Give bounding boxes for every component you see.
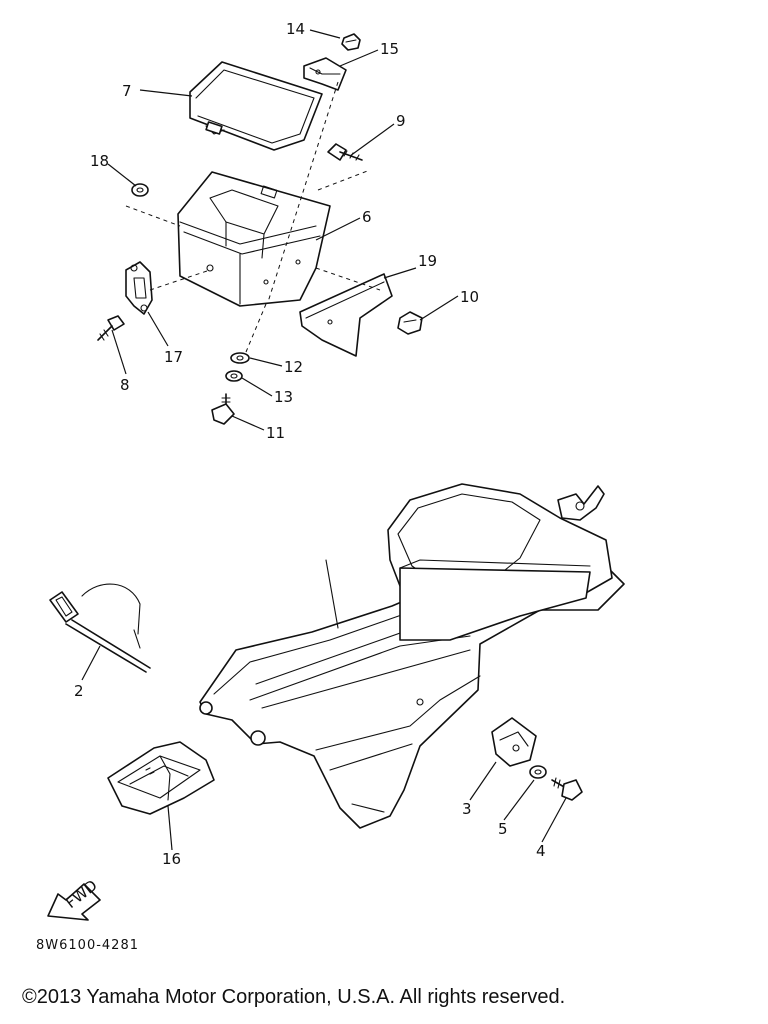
copyright-notice: ©2013 Yamaha Motor Corporation, U.S.A. A…	[22, 986, 566, 1008]
part-19-plate[interactable]	[299, 273, 393, 357]
part-11-bolt[interactable]	[211, 393, 235, 425]
part-9-bolt[interactable]	[327, 143, 363, 161]
part-13-collar[interactable]	[225, 370, 243, 382]
part-3-clip[interactable]	[491, 717, 537, 767]
label-17: 17	[164, 348, 183, 366]
part-2-strap[interactable]	[49, 583, 151, 673]
label-15: 15	[380, 40, 399, 58]
label-13: 13	[274, 388, 293, 406]
part-12-washer[interactable]	[230, 352, 250, 364]
part-18-grommet[interactable]	[131, 183, 149, 197]
label-19: 19	[418, 252, 437, 270]
part-8-screw[interactable]	[97, 315, 125, 341]
alignment-lines	[125, 81, 381, 353]
label-4: 4	[536, 842, 546, 860]
label-16: 16	[162, 850, 181, 868]
leader-lines	[81, 29, 567, 851]
part-5-washer[interactable]	[529, 765, 547, 779]
label-10: 10	[460, 288, 479, 306]
part-17-gasket[interactable]	[125, 261, 153, 315]
figure-code: 8W6100-4281	[36, 938, 139, 953]
label-5: 5	[498, 820, 508, 838]
label-2: 2	[74, 682, 84, 700]
part-10-nut[interactable]	[397, 311, 423, 335]
part-16-connector[interactable]	[107, 741, 215, 815]
part-15-bracket[interactable]	[303, 57, 347, 91]
part-6-box[interactable]	[177, 171, 331, 307]
label-8: 8	[120, 376, 130, 394]
part-14-nut[interactable]	[341, 33, 361, 51]
part-4-bolt[interactable]	[551, 777, 583, 801]
label-9: 9	[396, 112, 406, 130]
label-14: 14	[286, 20, 305, 38]
part-7-lid[interactable]	[189, 61, 323, 151]
hood-assembly[interactable]	[387, 483, 613, 641]
fwd-arrow-icon: FWD	[47, 876, 101, 921]
label-18: 18	[90, 152, 109, 170]
label-7: 7	[122, 82, 132, 100]
label-11: 11	[266, 424, 285, 442]
part-labels: 7 14 15 9 18 6 19 10 17 8 12 13 11 2 3 5…	[74, 20, 546, 868]
label-6: 6	[362, 208, 372, 226]
label-3: 3	[462, 800, 472, 818]
label-12: 12	[284, 358, 303, 376]
